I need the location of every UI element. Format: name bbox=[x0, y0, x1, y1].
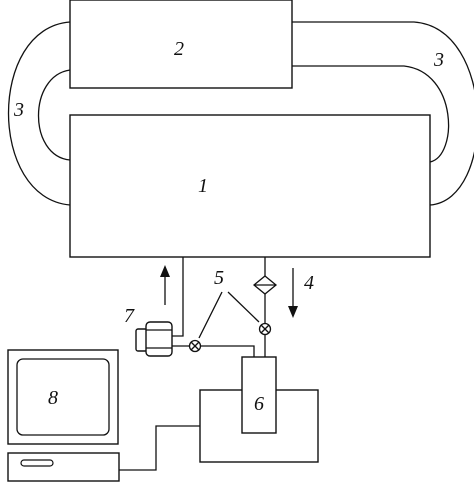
filter-icon bbox=[252, 275, 278, 295]
pump-line bbox=[171, 257, 184, 337]
valve-leader-left bbox=[198, 291, 223, 339]
main-chamber-box bbox=[69, 114, 431, 258]
up-arrow-head bbox=[160, 265, 170, 277]
label-monitor: 8 bbox=[48, 387, 58, 409]
down-arrow-head bbox=[288, 306, 298, 318]
right-loop-outer bbox=[292, 21, 474, 206]
valve-line-to-unit6 bbox=[200, 345, 255, 357]
left-loop-inner bbox=[38, 69, 71, 161]
valve-icon-right bbox=[258, 322, 272, 336]
computer-base-icon bbox=[7, 452, 120, 482]
valve-icon-left bbox=[188, 339, 202, 353]
label-unit-6: 6 bbox=[254, 393, 264, 415]
label-flow-out: 4 bbox=[304, 272, 314, 294]
label-upper-chamber: 2 bbox=[174, 38, 184, 60]
pump-icon bbox=[135, 321, 173, 357]
label-loop-right: 3 bbox=[433, 49, 444, 71]
label-loop-left: 3 bbox=[13, 99, 24, 121]
unit6-box bbox=[241, 356, 277, 434]
upper-chamber-box bbox=[69, 0, 293, 89]
label-pump: 7 bbox=[124, 305, 135, 327]
label-main-chamber: 1 bbox=[198, 175, 208, 197]
right-loop-inner bbox=[292, 65, 450, 163]
computer-cable bbox=[119, 425, 200, 471]
left-loop-outer bbox=[8, 21, 71, 206]
label-valves: 5 bbox=[214, 267, 224, 289]
valve-leader-right bbox=[227, 291, 260, 323]
monitor-icon bbox=[7, 349, 119, 445]
